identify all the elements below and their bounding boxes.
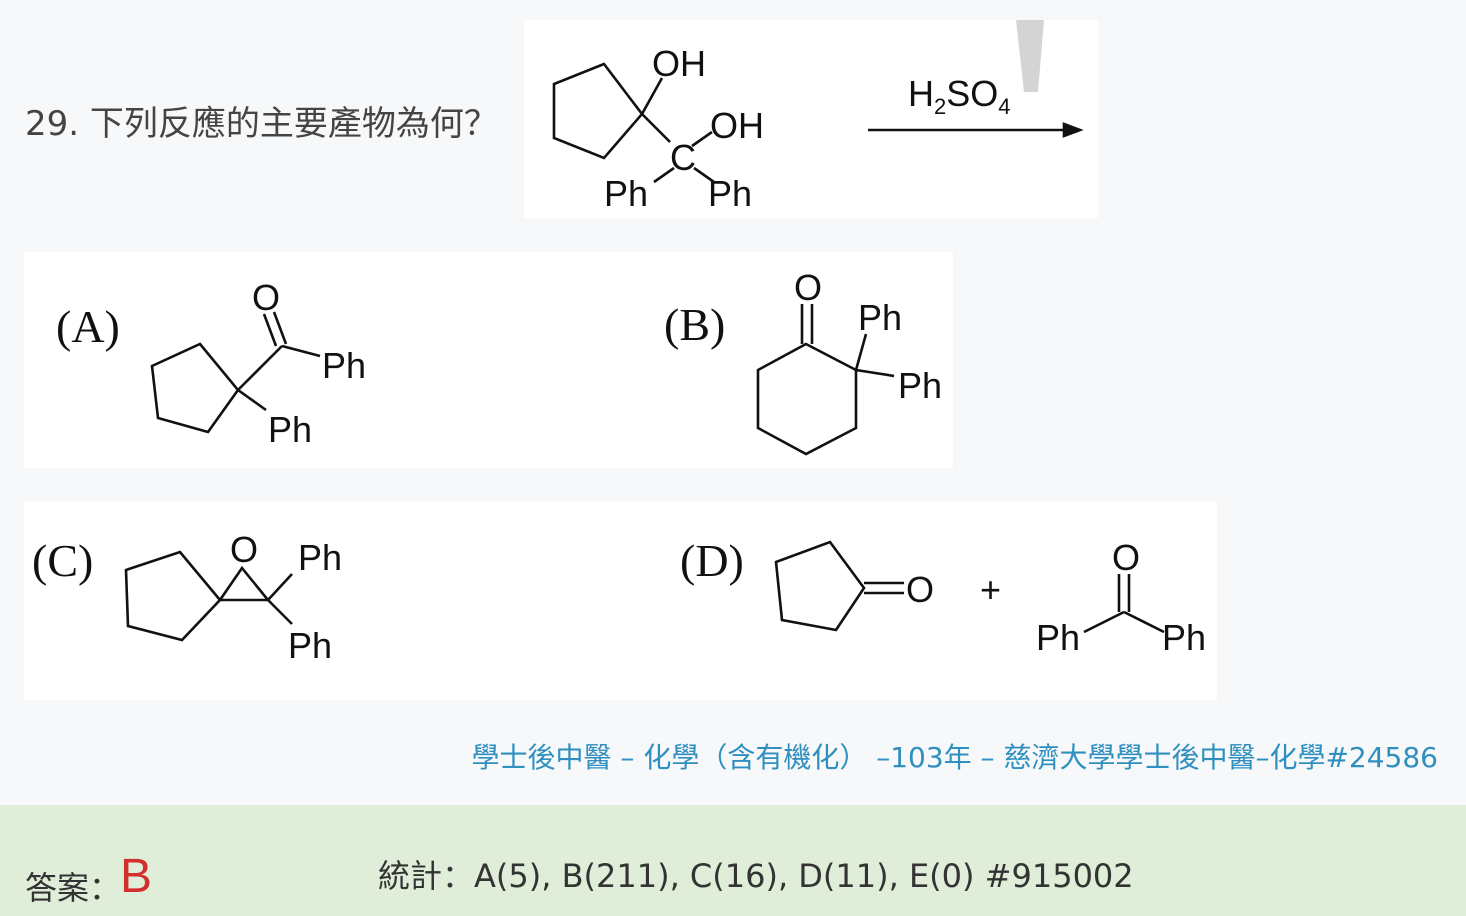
option-c-bond-ph2 <box>267 599 293 625</box>
reagent-label: H2SO4 <box>908 73 1011 119</box>
reaction-image: OH OH C Ph Ph H2SO4 <box>524 20 1098 218</box>
option-d-ring <box>774 540 866 632</box>
scan-artifact <box>1016 20 1044 92</box>
answer-label: 答案： <box>25 869 122 907</box>
cyclopentane-ring <box>552 62 644 160</box>
oh-right-label: OH <box>710 105 764 146</box>
ph-right-label: Ph <box>708 173 752 214</box>
option-b-ph2: Ph <box>898 365 942 406</box>
option-b-oxygen: O <box>794 267 822 308</box>
option-a-oxygen: O <box>252 277 280 318</box>
source-link[interactable]: 學士後中醫 – 化學（含有機化） –103年 – 慈濟大學學士後中醫–化學#24… <box>471 741 1438 774</box>
reaction-arrow-head <box>1062 122 1084 138</box>
option-b-bond-ph2 <box>855 368 895 378</box>
option-b-bond-ph1 <box>854 333 868 371</box>
option-c-epoxide <box>218 565 271 602</box>
option-d-ph2: Ph <box>1162 617 1206 658</box>
answer-stats: 統計：A(5), B(211), C(16), D(11), E(0) #915… <box>378 857 1134 895</box>
options-ab-structure: (A) O Ph Ph (B) O Ph Ph <box>56 267 942 456</box>
reaction-structure: OH OH C Ph Ph H2SO4 <box>552 20 1084 214</box>
option-c-bond-ph1 <box>267 573 293 601</box>
option-c-oxygen: O <box>230 529 258 570</box>
carbon-label: C <box>670 137 696 178</box>
answer-bar: 答案： B 統計：A(5), B(211), C(16), D(11), E(0… <box>0 805 1466 916</box>
option-d-bond-ph2 <box>1123 610 1165 634</box>
option-b-label: (B) <box>664 299 725 350</box>
option-c-ph1: Ph <box>298 537 342 578</box>
oh-top-label: OH <box>652 43 706 84</box>
option-a-bond-carbonyl <box>237 345 283 391</box>
option-b-ring <box>756 342 858 456</box>
option-a-ph1: Ph <box>322 345 366 386</box>
option-d-label: (D) <box>680 535 744 586</box>
options-cd-image: (C) O Ph Ph (D) O + O Ph Ph <box>24 502 1217 700</box>
option-a-label: (A) <box>56 301 120 352</box>
option-c-label: (C) <box>32 535 93 586</box>
bond-c-ph-right <box>693 166 715 184</box>
ph-left-label: Ph <box>604 173 648 214</box>
option-c-ph2: Ph <box>288 625 332 666</box>
option-b-ph1: Ph <box>858 297 902 338</box>
option-a-ring <box>150 342 240 434</box>
bond-c-ph-left <box>653 166 675 184</box>
option-d-oxygen2: O <box>1112 537 1140 578</box>
bond-oh <box>640 77 664 115</box>
option-c-ring <box>124 550 222 642</box>
option-d-plus: + <box>980 569 1001 610</box>
option-d-oxygen1: O <box>906 569 934 610</box>
option-a-co-2 <box>272 311 288 345</box>
option-a-bond-ph2 <box>237 388 267 412</box>
question-text: 29. 下列反應的主要產物為何？ <box>25 104 498 144</box>
bond-c <box>641 113 671 143</box>
option-d-ph1: Ph <box>1036 617 1080 658</box>
options-ab-image: (A) O Ph Ph (B) O Ph Ph <box>24 252 953 468</box>
option-a-ph2: Ph <box>268 409 312 450</box>
answer-value: B <box>120 850 153 903</box>
option-a-bond-ph1 <box>281 344 321 358</box>
options-cd-structure: (C) O Ph Ph (D) O + O Ph Ph <box>32 529 1206 666</box>
option-d-bond-ph1 <box>1083 610 1125 634</box>
bond-c-oh <box>691 130 713 148</box>
option-a-co-1 <box>262 313 278 347</box>
